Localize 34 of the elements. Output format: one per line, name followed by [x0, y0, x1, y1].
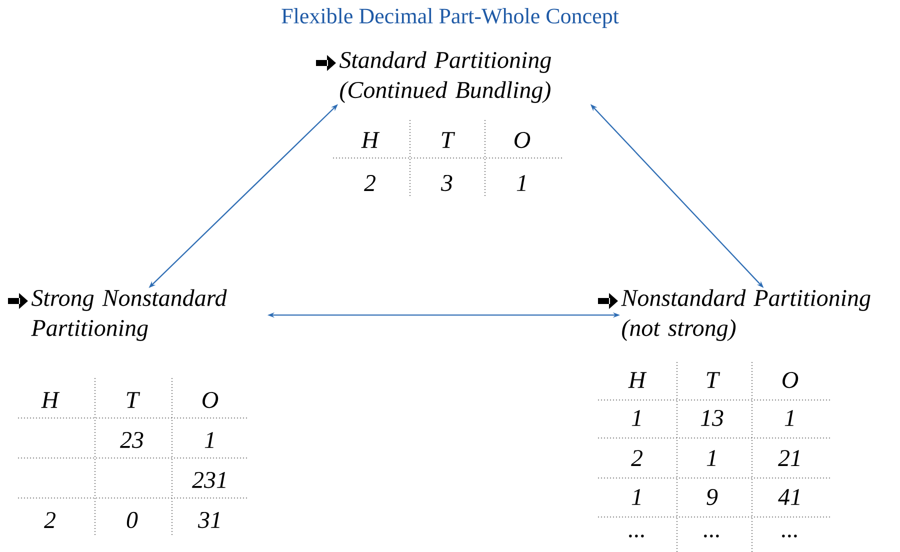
table-cell: 3 — [440, 174, 452, 192]
table-cell: 0 — [126, 512, 138, 528]
table-cell: 2 — [364, 175, 376, 191]
table-cell: ... — [629, 534, 644, 538]
table-cell: 1 — [784, 410, 794, 426]
table-cell: ... — [704, 534, 719, 538]
table-cell: 23 — [120, 432, 144, 448]
table-cell: 13 — [700, 410, 724, 426]
table-cell: O — [782, 372, 798, 388]
table-cell: 1 — [706, 450, 716, 466]
table-cell: 21 — [778, 450, 800, 466]
table-cell: 9 — [706, 488, 718, 506]
table-cell: 231 — [192, 472, 226, 488]
table-cell: 41 — [778, 489, 800, 505]
table-cell: T — [126, 392, 140, 408]
heading-text: Strong Nonstandard Partitioning — [31, 289, 227, 341]
table-cell: H — [41, 392, 60, 408]
table-cell: 1 — [516, 175, 526, 191]
table-cell: 2 — [44, 512, 56, 528]
table-cell: 2 — [631, 450, 642, 466]
table-cell: T — [706, 372, 720, 388]
title: Flexible Decimal Part-Whole Concept — [282, 8, 619, 28]
table-cell: 1 — [632, 489, 640, 505]
table-cell: O — [514, 132, 530, 148]
table-cell: T — [442, 132, 456, 148]
heading-text: Standard Partitioning (Continued Bundling) — [339, 51, 551, 103]
heading-text: Nonstandard Partitioning (not strong) — [621, 289, 870, 341]
table-cell: O — [202, 392, 218, 408]
table-cell: H — [361, 132, 380, 148]
table-cell: H — [628, 372, 647, 388]
table-cell: 31 — [198, 512, 220, 528]
table-cell: 1 — [632, 410, 640, 426]
table-cell: ... — [782, 534, 797, 538]
table-cell: 1 — [204, 432, 214, 448]
